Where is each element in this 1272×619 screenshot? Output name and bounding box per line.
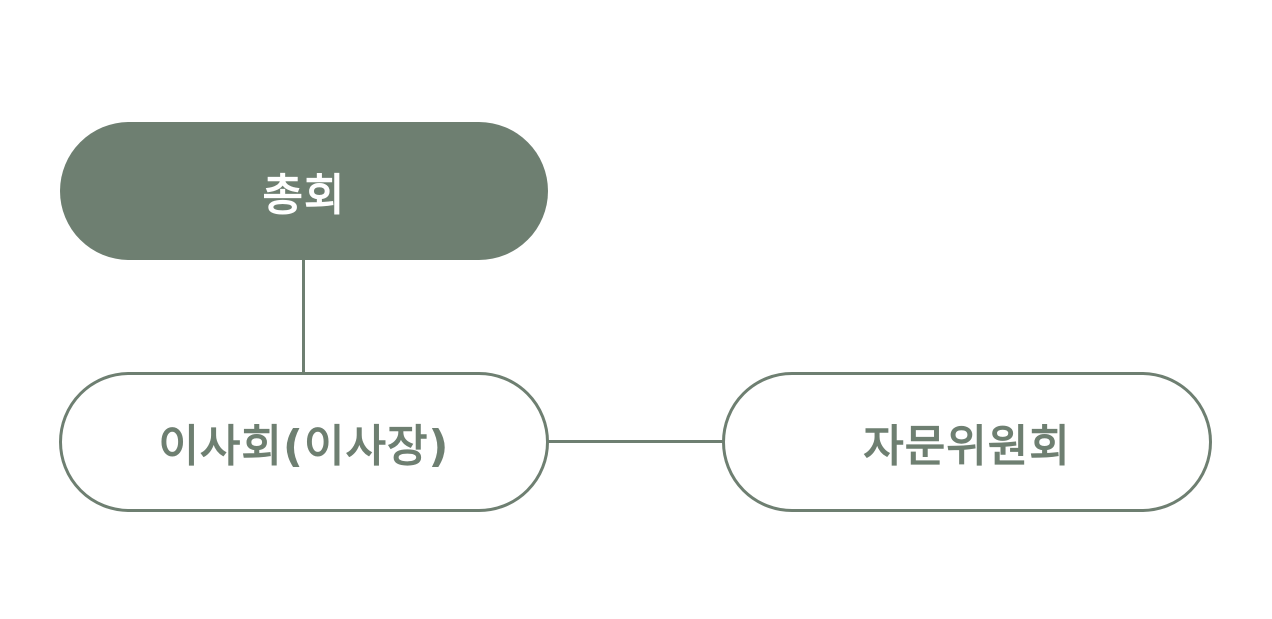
connector-assembly-to-board	[302, 258, 305, 374]
node-board: 이사회(이사장)	[59, 372, 549, 512]
node-label-board: 이사회(이사장)	[158, 421, 450, 472]
node-label-general-assembly: 총회	[262, 170, 346, 221]
node-label-advisory-committee: 자문위원회	[863, 421, 1071, 472]
node-advisory-committee: 자문위원회	[722, 372, 1212, 512]
node-general-assembly: 총회	[60, 122, 548, 260]
connector-board-to-advisory	[547, 440, 724, 443]
